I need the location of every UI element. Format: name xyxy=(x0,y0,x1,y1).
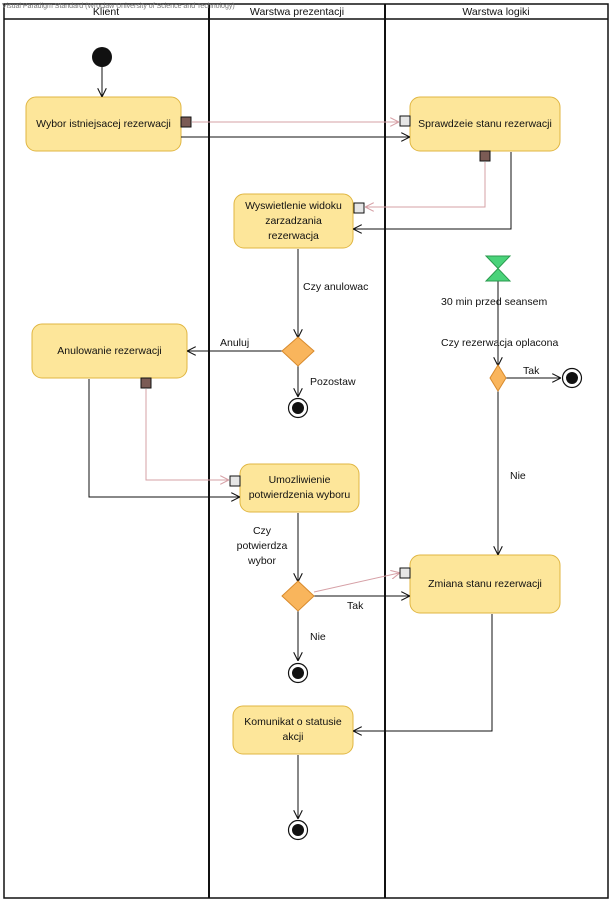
guard-czy-potwierdza-line1: Czy xyxy=(253,525,272,537)
lane-title-prezentacja: Warstwa prezentacji xyxy=(250,6,344,18)
guard-czy-oplacona: Czy rezerwacja oplacona xyxy=(441,337,558,349)
action-anulowanie-label: Anulowanie rezerwacji xyxy=(57,344,162,357)
decision-node-oplacona xyxy=(489,364,507,392)
guard-czy-anulowac: Czy anulowac xyxy=(303,281,368,293)
final-node xyxy=(287,662,309,684)
guard-tak: Tak xyxy=(523,365,540,377)
pins xyxy=(140,115,491,579)
input-pin xyxy=(399,115,411,127)
final-node xyxy=(287,397,309,419)
action-zmiana-label: Zmiana stanu rezerwacji xyxy=(428,577,542,590)
action-komunikat-label: Komunikat o statusie akcji xyxy=(244,716,342,743)
decision-node-anulowac xyxy=(281,336,315,367)
object-flows xyxy=(145,122,486,593)
decision-node-potwierdza xyxy=(281,580,315,612)
guard-czy-potwierdza-line2: potwierdza xyxy=(237,540,288,552)
control-flows xyxy=(88,67,560,818)
timer-label: 30 min przed seansem xyxy=(441,296,547,308)
output-pin xyxy=(180,116,192,128)
action-wyswietlenie-box[interactable] xyxy=(233,193,354,249)
watermark: Visual Paradigm Standard (Wroclaw Univer… xyxy=(2,3,235,10)
guard-nie: Nie xyxy=(310,631,326,643)
action-umozliwienie-box[interactable] xyxy=(239,463,360,513)
input-pin xyxy=(353,202,365,214)
action-wyswietlenie-label: Wyswietlenie widoku zarzadzania rezerwac… xyxy=(245,199,342,242)
action-umozliwienie-label: Umozliwienie potwierdzenia wyboru xyxy=(248,474,351,501)
input-pin xyxy=(399,567,411,579)
action-zmiana-box[interactable] xyxy=(409,554,561,614)
output-pin xyxy=(479,150,491,162)
guard-anuluj: Anuluj xyxy=(220,337,249,349)
output-pin xyxy=(140,377,152,389)
final-node xyxy=(561,367,583,389)
action-sprawdzenie-label: Sprawdzeie stanu rezerwacji xyxy=(418,117,552,130)
action-komunikat-box[interactable] xyxy=(232,705,354,755)
action-anulowanie-box[interactable] xyxy=(31,323,188,379)
guard-czy-potwierdza-line3: wybor xyxy=(247,555,277,567)
guard-nie: Nie xyxy=(510,470,526,482)
initial-node xyxy=(92,47,112,67)
final-node xyxy=(287,819,309,841)
action-wybor-label: Wybor istniejsacej rezerwacji xyxy=(36,117,171,130)
lane-title-klient: Klient xyxy=(93,6,119,18)
swimlane-frame xyxy=(3,3,609,899)
guard-pozostaw: Pozostaw xyxy=(310,376,356,388)
input-pin xyxy=(229,475,241,487)
timer-event-icon xyxy=(484,255,512,282)
lane-title-logika: Warstwa logiki xyxy=(462,6,529,18)
guard-tak: Tak xyxy=(347,600,364,612)
